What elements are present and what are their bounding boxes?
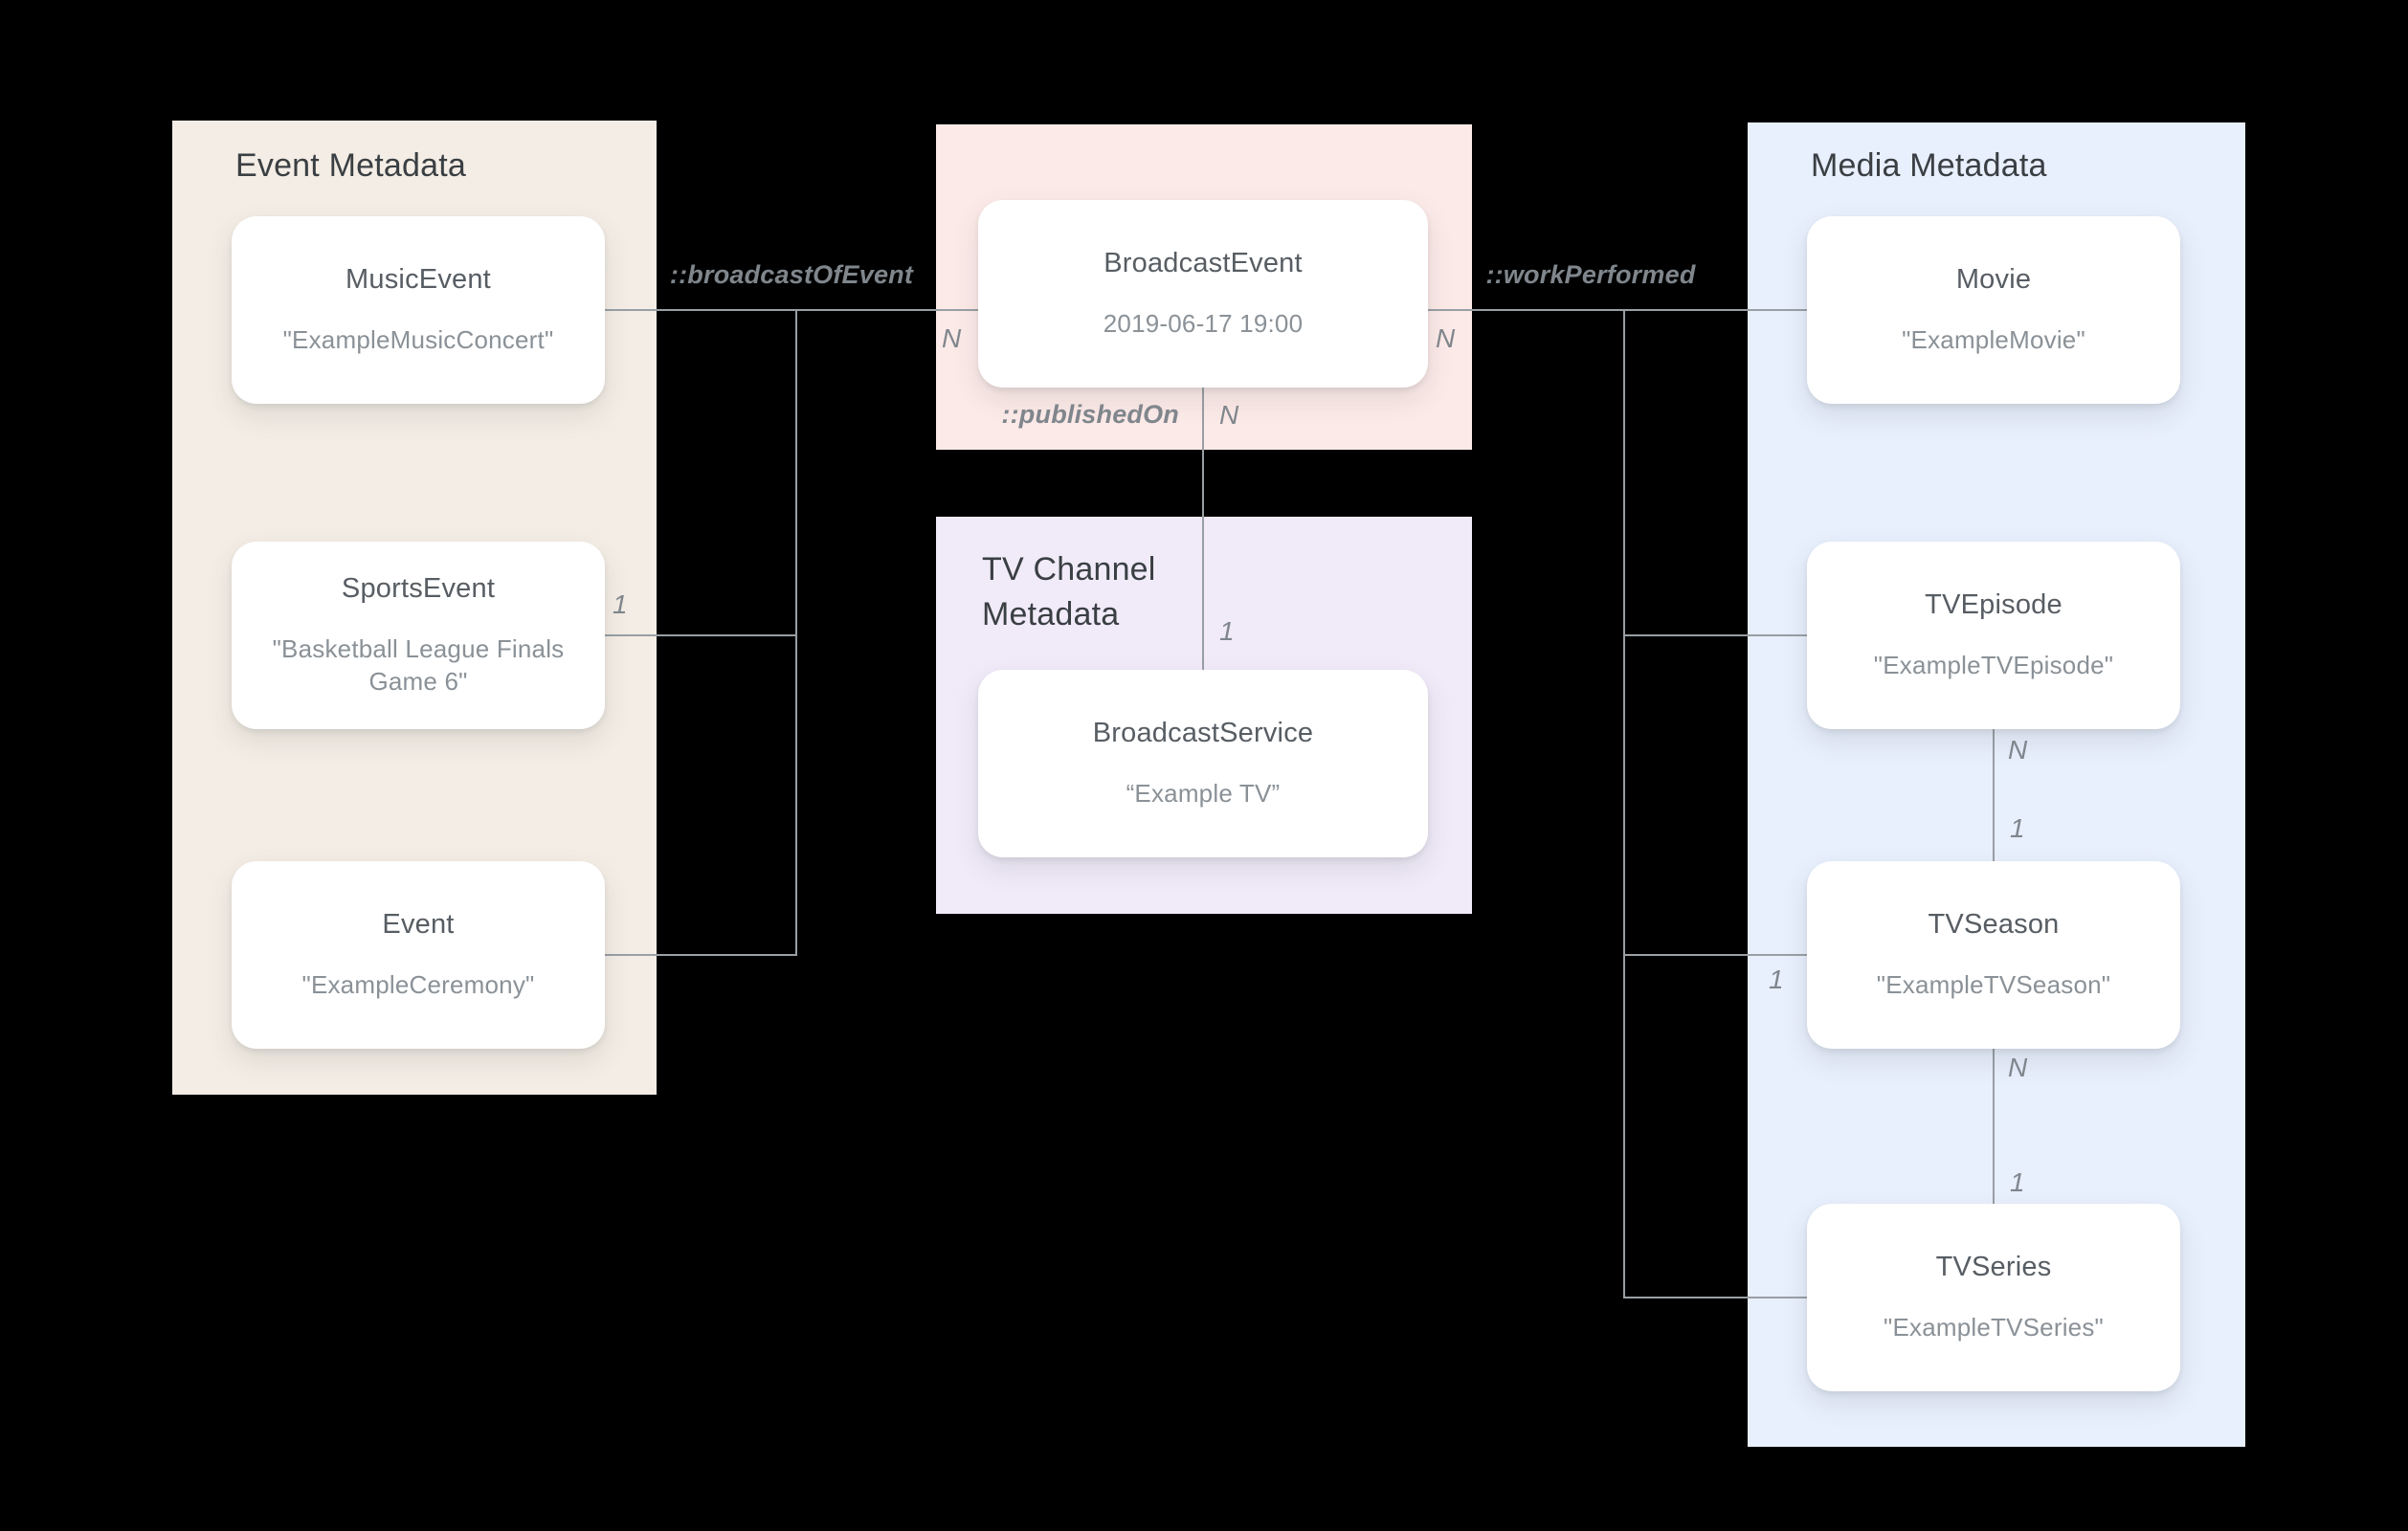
node-tv-season: TVSeason "ExampleTVSeason" [1807, 861, 2180, 1049]
node-title: TVSeason [1928, 908, 2060, 940]
relationship-broadcast-of-event: ::broadcastOfEvent [669, 260, 914, 289]
node-value: "ExampleMovie" [1902, 324, 2085, 354]
node-tv-episode: TVEpisode "ExampleTVEpisode" [1807, 542, 2180, 729]
connector-tvseason-branch [1624, 954, 1807, 956]
connector-broadcastevent-movie [1428, 309, 1807, 311]
node-value: "ExampleTVSeries" [1884, 1312, 2104, 1342]
media-metadata-heading: Media Metadata [1811, 147, 2047, 184]
cardinality-broadcast-right: N [1436, 323, 1456, 353]
node-title: TVEpisode [1925, 588, 2062, 620]
node-title: BroadcastEvent [1104, 247, 1303, 278]
node-value: 2019-06-17 19:00 [1103, 308, 1304, 338]
node-value: “Example TV” [1126, 778, 1281, 808]
tv-channel-metadata-heading: TV Channel Metadata [982, 551, 1156, 632]
node-value: "ExampleMusicConcert" [282, 324, 554, 354]
node-title: MusicEvent [346, 263, 491, 295]
node-event: Event "ExampleCeremony" [232, 861, 605, 1049]
cardinality-broadcast-left: N [942, 323, 962, 353]
node-value: "ExampleCeremony" [301, 969, 535, 999]
node-title: BroadcastService [1092, 717, 1314, 748]
node-broadcast-event: BroadcastEvent 2019-06-17 19:00 [978, 200, 1428, 388]
node-title: Event [382, 908, 455, 940]
connector-publishedon [1202, 388, 1204, 670]
node-broadcast-service: BroadcastService “Example TV” [978, 670, 1428, 857]
cardinality-tv-season-1: 1 [1769, 965, 1784, 994]
connector-tvepisode-branch [1624, 634, 1807, 636]
connector-right-trunk [1623, 309, 1625, 1298]
node-title: Movie [1955, 263, 2032, 295]
node-sports-event: SportsEvent "Basketball League Finals Ga… [232, 542, 605, 729]
relationship-work-performed: ::workPerformed [1485, 260, 1696, 289]
cardinality-published-on-n: N [1219, 400, 1239, 430]
cardinality-episode-season-1: 1 [2010, 813, 2025, 843]
cardinality-episode-season-n: N [2008, 735, 2028, 765]
connector-left-trunk [795, 309, 797, 956]
connector-event-branch [605, 954, 796, 956]
connector-sportsevent-branch [605, 634, 796, 636]
relationship-published-on: ::publishedOn [1001, 400, 1179, 429]
node-value: "ExampleTVSeason" [1876, 969, 2111, 999]
event-metadata-heading: Event Metadata [235, 147, 466, 184]
cardinality-published-on-1: 1 [1219, 616, 1235, 646]
connector-tvseason-tvseries [1993, 1049, 1995, 1204]
node-value: "ExampleTVEpisode" [1873, 650, 2114, 679]
node-music-event: MusicEvent "ExampleMusicConcert" [232, 216, 605, 404]
node-movie: Movie "ExampleMovie" [1807, 216, 2180, 404]
connector-tvepisode-tvseason [1993, 729, 1995, 861]
connector-musicevent-broadcastevent [605, 309, 978, 311]
cardinality-season-series-n: N [2008, 1053, 2028, 1082]
node-tv-series: TVSeries "ExampleTVSeries" [1807, 1204, 2180, 1391]
node-title: SportsEvent [341, 572, 496, 604]
connector-tvseries-branch [1624, 1297, 1807, 1298]
cardinality-season-series-1: 1 [2010, 1167, 2025, 1197]
cardinality-sports-event-1: 1 [613, 589, 628, 619]
node-title: TVSeries [1935, 1251, 2052, 1282]
node-value: "Basketball League Finals Game 6" [272, 633, 565, 696]
